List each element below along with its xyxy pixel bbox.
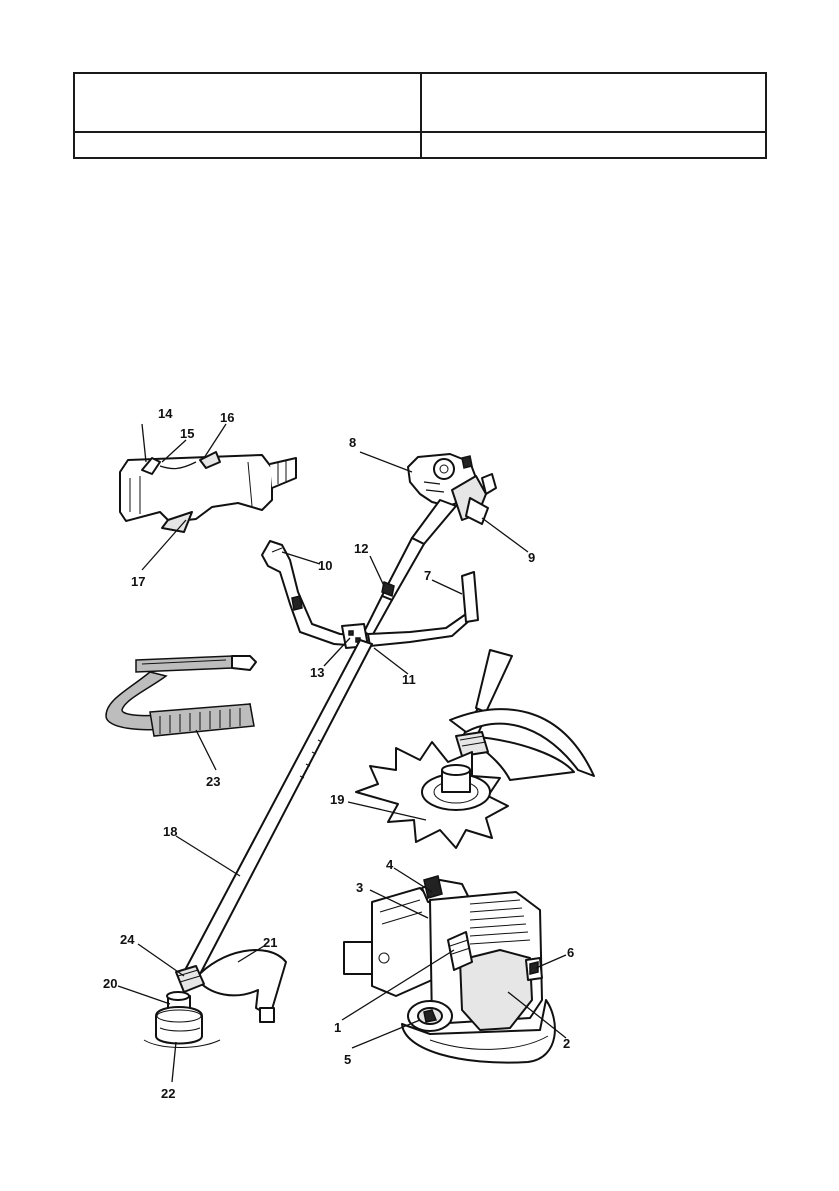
- header-cell-top-left: [73, 72, 422, 133]
- label-3: 3: [356, 880, 363, 895]
- label-19: 19: [330, 792, 344, 807]
- engine-detail: [343, 875, 556, 1064]
- shoulder-strap: [105, 655, 257, 737]
- label-22: 22: [161, 1086, 175, 1101]
- header-cell-bottom-right: [420, 131, 767, 159]
- label-13: 13: [310, 665, 324, 680]
- label-11: 11: [402, 672, 416, 687]
- label-8: 8: [349, 435, 356, 450]
- label-4: 4: [386, 857, 394, 872]
- leader-lines: [117, 423, 567, 1083]
- label-24: 24: [120, 932, 135, 947]
- label-20: 20: [103, 976, 117, 991]
- engine-head: [407, 453, 497, 525]
- label-5: 5: [344, 1052, 351, 1067]
- main-tube: [183, 639, 373, 979]
- header-table: [73, 72, 767, 159]
- label-10: 10: [318, 558, 332, 573]
- label-17: 17: [131, 574, 145, 589]
- label-23: 23: [206, 774, 220, 789]
- label-18: 18: [163, 824, 177, 839]
- header-cell-top-right: [420, 72, 767, 133]
- drive-shaft-upper: [363, 499, 457, 637]
- blade-and-guard-detail: [355, 649, 595, 849]
- throttle-handle-detail: [119, 451, 297, 533]
- label-7: 7: [424, 568, 431, 583]
- label-1: 1: [334, 1020, 341, 1035]
- label-15: 15: [180, 426, 194, 441]
- header-cell-bottom-left: [73, 131, 422, 159]
- label-14: 14: [158, 406, 173, 421]
- bike-handle: [261, 540, 479, 649]
- label-2: 2: [563, 1036, 570, 1051]
- label-21: 21: [263, 935, 277, 950]
- label-9: 9: [528, 550, 535, 565]
- callout-labels: 1 2 3 4 5 6 7 8 9 10 11 12 13 14 15 16 1…: [103, 406, 574, 1101]
- trimmer-head-assembly: [143, 949, 287, 1048]
- label-16: 16: [220, 410, 234, 425]
- label-12: 12: [354, 541, 368, 556]
- label-6: 6: [567, 945, 574, 960]
